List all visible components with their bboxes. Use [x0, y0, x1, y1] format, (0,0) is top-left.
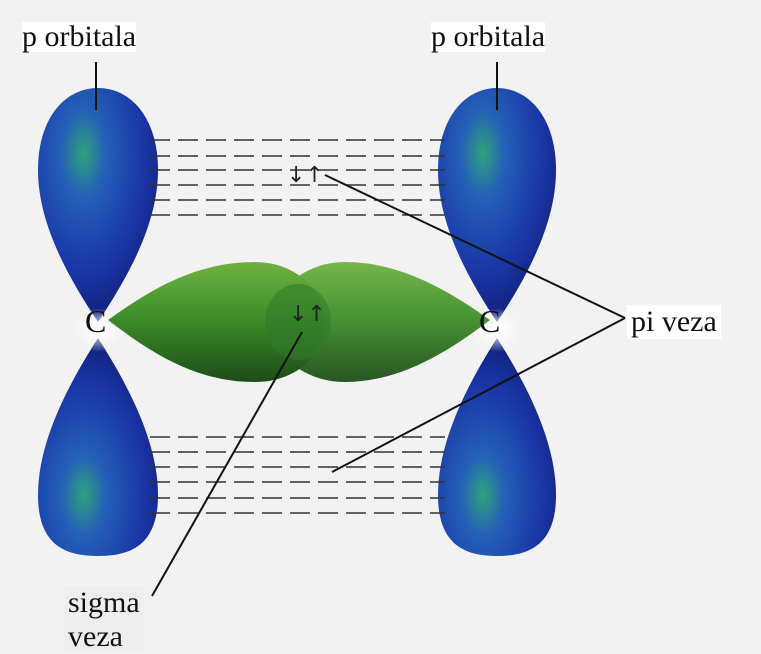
p-orbital-left-label: p orbitala — [22, 20, 137, 53]
sigma-bond-label-line2: veza — [68, 619, 123, 653]
p-lobe-icon — [38, 338, 158, 556]
sigma-overlap — [265, 284, 331, 360]
leader-pi-bottom — [331, 317, 626, 473]
pi-electron-pair: ↓↑ — [287, 163, 324, 188]
pi-overlap-bottom-icon — [150, 436, 445, 514]
p-orbital-right — [438, 88, 556, 556]
pi-overlap-top-icon — [150, 139, 445, 216]
leader-pi-top — [324, 174, 626, 319]
p-orbital-left — [38, 88, 158, 556]
carbon-atom-right: C — [479, 303, 501, 339]
p-lobe-icon — [38, 88, 158, 322]
leader-lines — [95, 62, 626, 597]
sigma-lobe-icon — [108, 262, 325, 382]
p-orbital-right-label: p orbitala — [431, 20, 546, 53]
sigma-orbital — [108, 262, 490, 382]
pi-bond-label: pi veza — [627, 305, 721, 339]
p-lobe-icon — [438, 338, 556, 556]
sigma-electron-pair: ↓↑ — [289, 302, 326, 327]
p-lobe-icon — [438, 88, 556, 322]
leader-sigma — [151, 331, 303, 597]
sigma-lobe-icon — [272, 262, 490, 382]
sigma-bond-label: sigma veza — [64, 586, 144, 654]
carbon-atom-left: C — [85, 303, 107, 339]
sigma-bond-label-line1: sigma — [68, 586, 140, 619]
